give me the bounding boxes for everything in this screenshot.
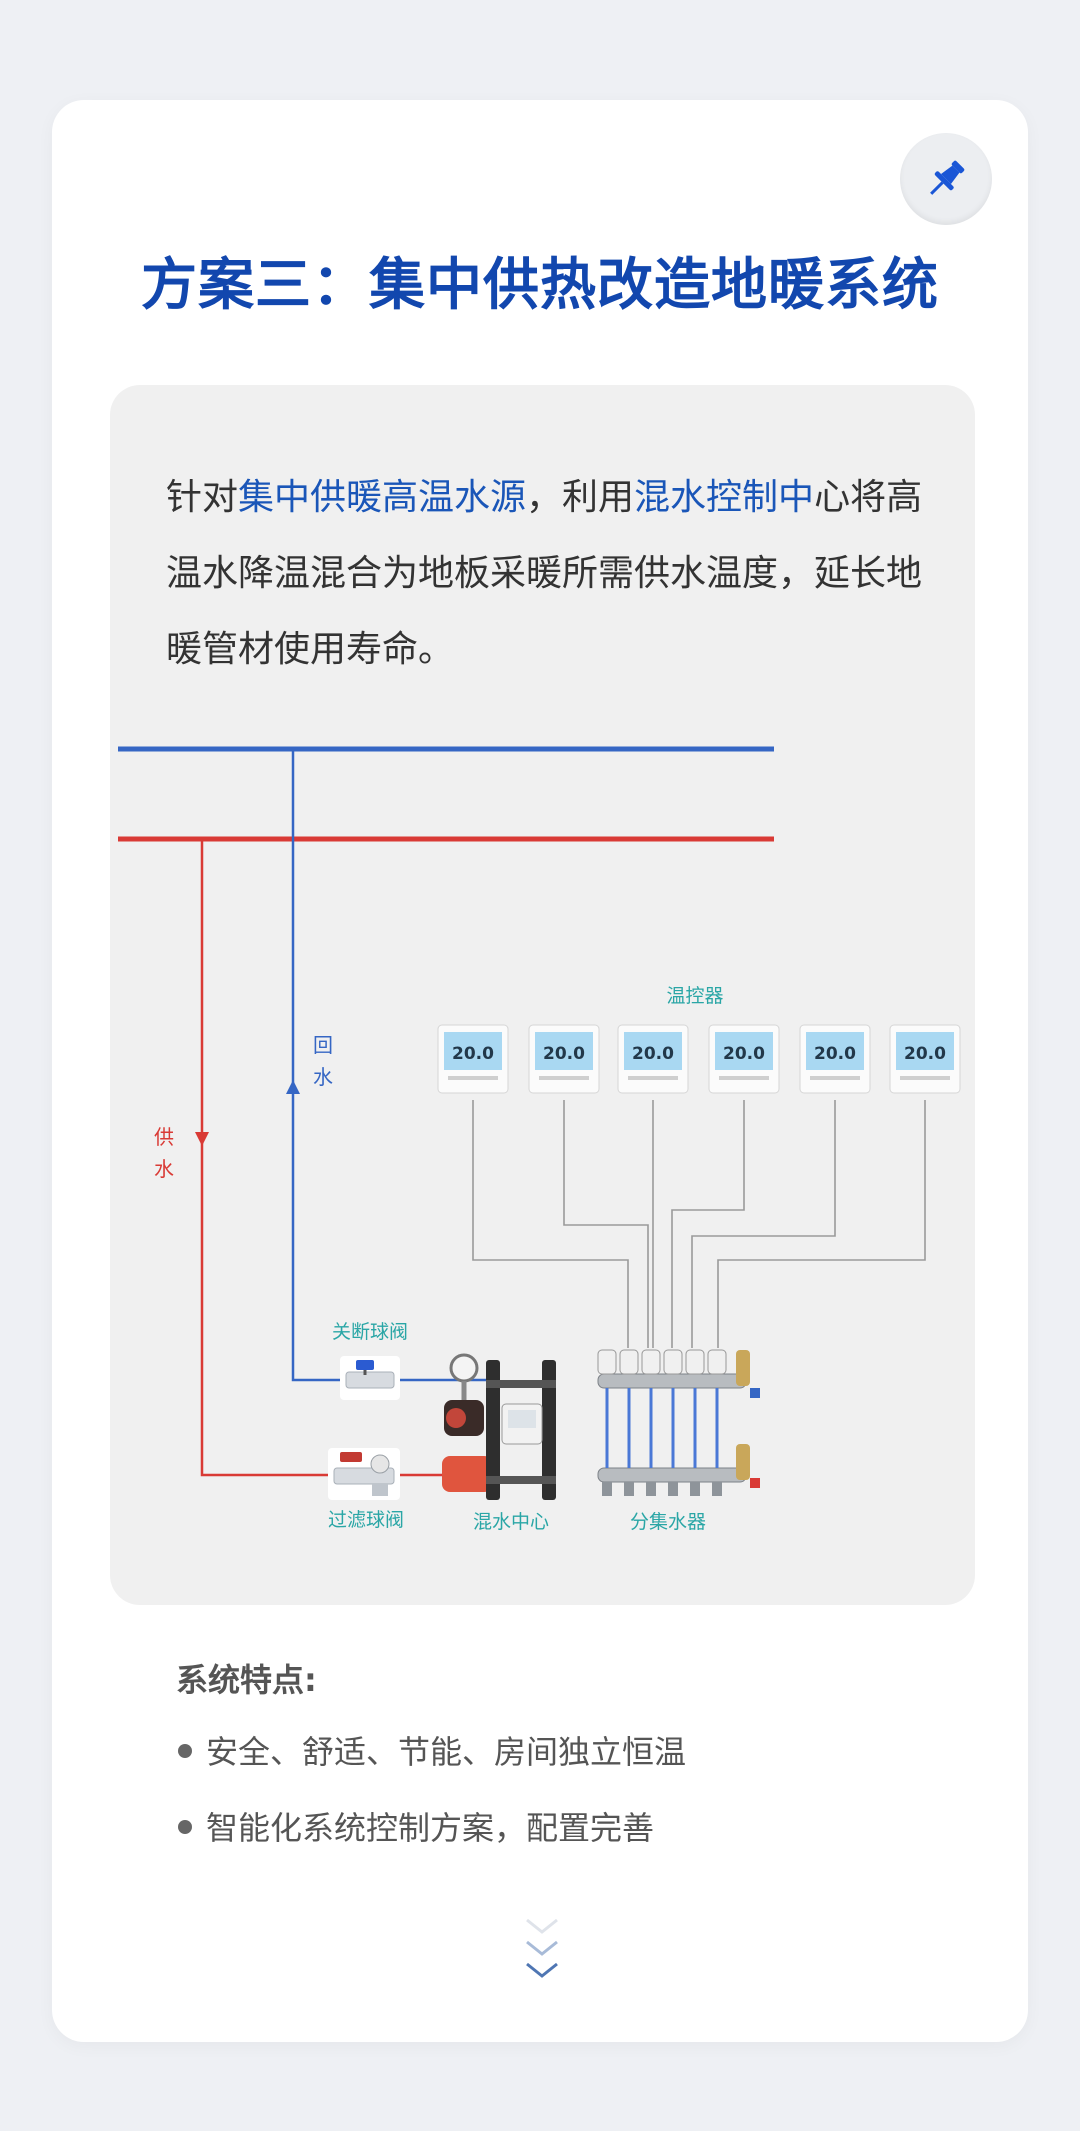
thermostat-label: 温控器 — [666, 985, 723, 1007]
thermostat-reading: 20.0 — [543, 1044, 585, 1064]
supply-arrow-icon — [195, 1132, 209, 1146]
page-title: 方案三：集中供热改造地暖系统 — [141, 253, 939, 318]
feature-item-2: 智能化系统控制方案，配置完善 — [178, 1803, 654, 1849]
feature-text: 安全、舒适、节能、房间独立恒温 — [206, 1733, 687, 1771]
thermostat-wiring — [472, 1100, 926, 1348]
thermostat-reading: 20.0 — [723, 1044, 765, 1064]
chevron-down-icon[interactable] — [523, 1912, 561, 1992]
thermostat-2: 20.0 — [528, 1024, 600, 1094]
shutoff-valve-label: 关断球阀 — [332, 1321, 408, 1343]
filter-ball-valve — [328, 1448, 400, 1500]
supply-label-2: 水 — [154, 1157, 174, 1181]
intro-highlight-mixing-center: 混水控制中 — [634, 477, 815, 518]
thermostat-6: 20.0 — [889, 1024, 961, 1094]
return-branch-pipe — [291, 749, 490, 1382]
features-title: 系统特点: — [176, 1661, 317, 1699]
feature-item-1: 安全、舒适、节能、房间独立恒温 — [178, 1727, 686, 1773]
filter-valve-label: 过滤球阀 — [328, 1509, 404, 1531]
feature-text: 智能化系统控制方案，配置完善 — [206, 1809, 655, 1847]
shutoff-ball-valve — [340, 1356, 400, 1400]
heating-system-diagram: 回 水 供 水 温控器 20.0 20.0 20.0 20.0 20.0 — [118, 746, 961, 1533]
mixing-center-label: 混水中心 — [473, 1511, 549, 1533]
bullet-icon — [178, 1744, 192, 1758]
return-label-1: 回 — [313, 1033, 333, 1057]
manifold-label: 分集水器 — [630, 1511, 706, 1533]
pushpin-icon — [930, 160, 965, 195]
thermostat-3: 20.0 — [617, 1024, 689, 1094]
thermostat-reading: 20.0 — [814, 1044, 856, 1064]
intro-highlight-water-source: 集中供暖高温水源 — [238, 477, 527, 518]
thermostat-reading: 20.0 — [452, 1044, 494, 1064]
intro-seg: ，利用 — [526, 477, 635, 518]
mixing-center — [442, 1353, 556, 1500]
return-label-2: 水 — [313, 1065, 333, 1089]
thermostat-reading: 20.0 — [904, 1044, 946, 1064]
manifold — [597, 1349, 760, 1496]
thermostat-4: 20.0 — [708, 1024, 780, 1094]
thermostat-1: 20.0 — [437, 1024, 509, 1094]
intro-text: 针对集中供暖高温水源，利用混水控制中心将高温水降温混合为地板采暖所需供水温度，延… — [166, 460, 936, 688]
bullet-icon — [178, 1820, 192, 1834]
thermostat-5: 20.0 — [799, 1024, 871, 1094]
supply-label-1: 供 — [154, 1125, 174, 1149]
pin-button[interactable] — [900, 133, 992, 225]
thermostat-reading: 20.0 — [632, 1044, 674, 1064]
intro-seg: 针对 — [166, 477, 239, 518]
return-arrow-icon — [286, 1080, 300, 1094]
intro-seg: 心将高温水降温混合为地板采暖所需供水温度，延长地暖管材使用寿命。 — [166, 477, 923, 670]
